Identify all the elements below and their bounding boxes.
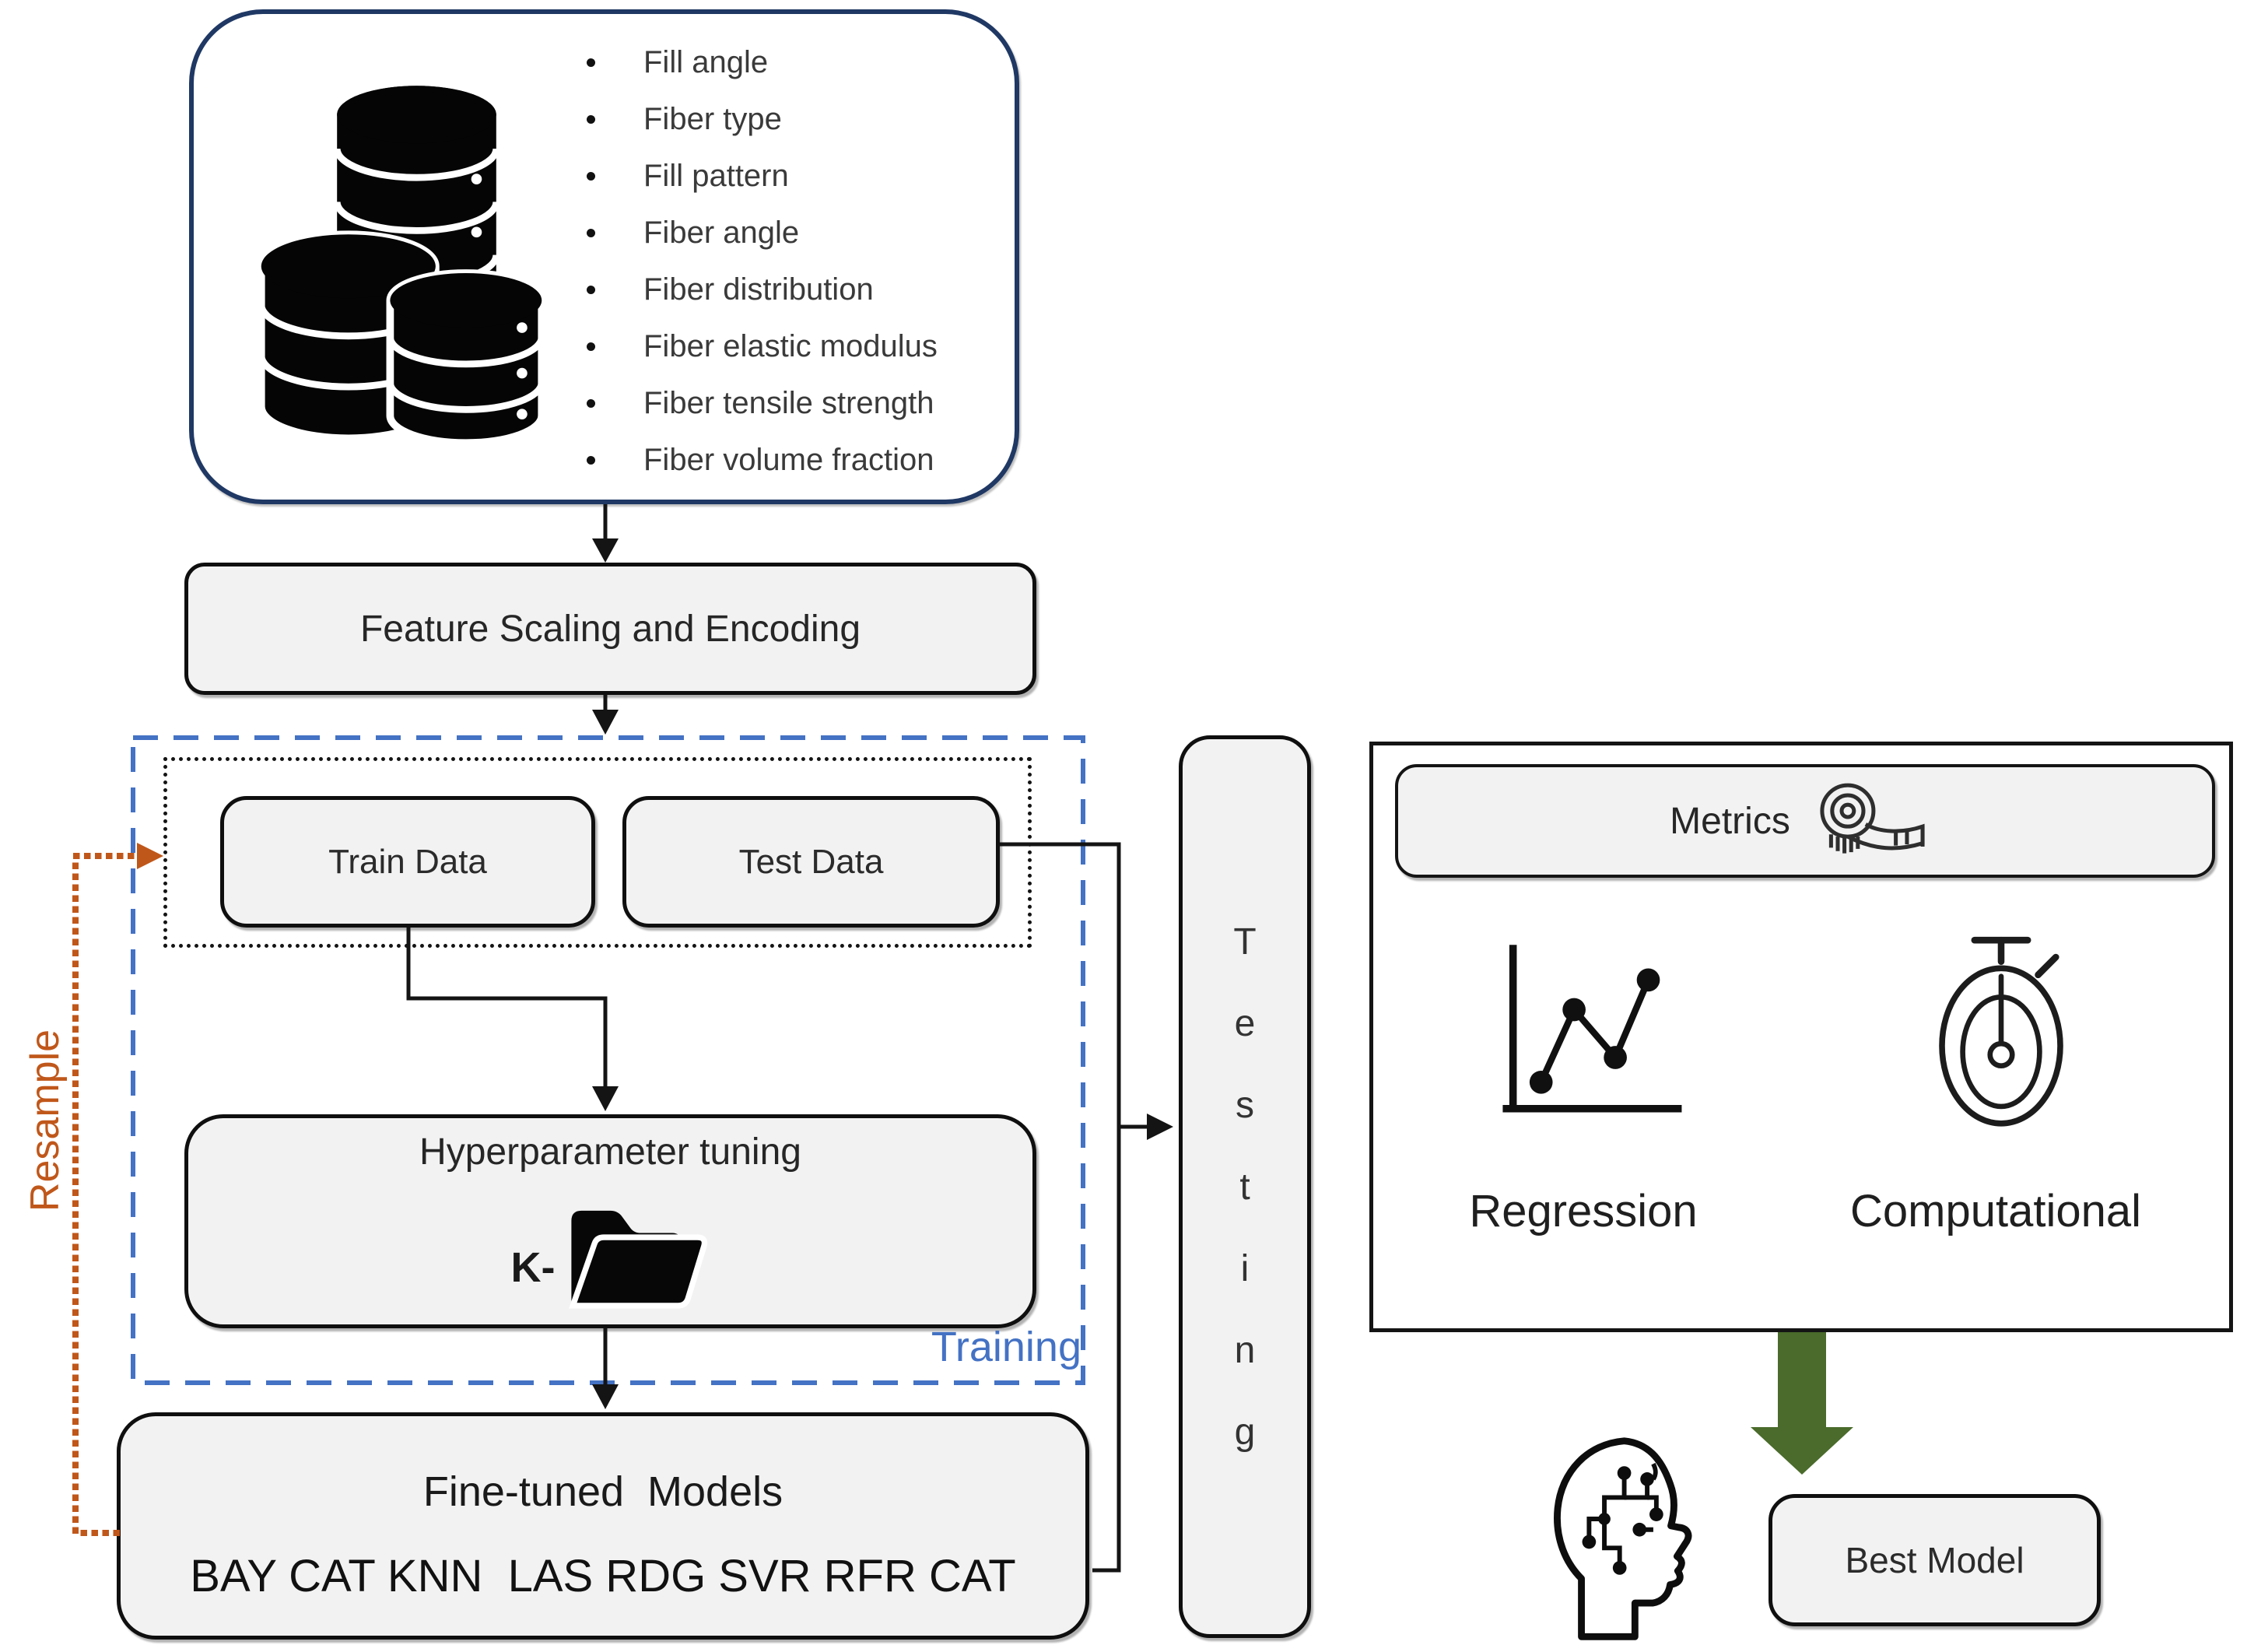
- testing-letter: s: [1236, 1084, 1254, 1126]
- feature-item-label: Fill angle: [643, 45, 769, 79]
- bullet-icon: [587, 456, 595, 465]
- testing-box: T e s t i n g: [1179, 735, 1311, 1638]
- metric-labels-row: Regression Computational: [1373, 1185, 2229, 1237]
- feature-item-label: Fiber elastic modulus: [643, 329, 938, 363]
- resample-arrowhead-icon: [137, 843, 163, 869]
- computational-label: Computational: [1850, 1186, 2141, 1236]
- resample-label: Resample: [23, 1029, 68, 1212]
- list-item: Fill angle: [587, 34, 938, 91]
- kfold-prefix-label: K-: [510, 1244, 556, 1291]
- input-features-panel: Fill angle Fiber type Fill pattern Fiber…: [189, 9, 1019, 504]
- ai-head-icon: [1554, 1437, 1692, 1640]
- hyperparameter-tuning-label: Hyperparameter tuning: [419, 1131, 801, 1173]
- stopwatch-icon: [1939, 936, 2063, 1127]
- training-region-label: Training: [931, 1324, 1081, 1370]
- regression-label: Regression: [1469, 1186, 1698, 1236]
- testing-letter: t: [1239, 1166, 1250, 1208]
- feature-item-label: Fiber type: [643, 102, 782, 136]
- feature-scaling-box: Feature Scaling and Encoding: [184, 563, 1036, 695]
- bullet-icon: [587, 115, 595, 124]
- database-stack-icon: [257, 86, 546, 444]
- list-item: Fiber volume fraction: [587, 432, 938, 489]
- best-model-box: Best Model: [1769, 1494, 2101, 1626]
- bullet-icon: [587, 172, 595, 181]
- train-data-label: Train Data: [328, 842, 487, 881]
- feature-item-label: Fiber distribution: [643, 272, 874, 307]
- feature-list: Fill angle Fiber type Fill pattern Fiber…: [587, 34, 938, 489]
- metrics-header: Metrics: [1395, 764, 2215, 878]
- list-item: Fiber distribution: [587, 261, 938, 318]
- test-data-label: Test Data: [738, 842, 884, 881]
- testing-letter: g: [1234, 1411, 1256, 1453]
- list-item: Fill pattern: [587, 148, 938, 205]
- feature-item-label: Fiber tensile strength: [643, 386, 934, 420]
- down-arrow-green-icon: [1751, 1332, 1853, 1475]
- finetuned-models-title: Fine-tuned Models: [422, 1468, 783, 1515]
- finetuned-models-list: BAY CAT KNN LAS RDG SVR RFR CAT: [190, 1551, 1016, 1601]
- feature-item-label: Fiber volume fraction: [643, 443, 934, 477]
- train-data-box: Train Data: [220, 796, 595, 928]
- metrics-panel: Metrics: [1369, 742, 2233, 1332]
- testing-letter: e: [1234, 1002, 1256, 1044]
- finetuned-models-box: Fine-tuned Models BAY CAT KNN LAS RDG SV…: [117, 1412, 1089, 1640]
- hyperparameter-tuning-box: Hyperparameter tuning K-: [184, 1114, 1036, 1328]
- testing-letter: i: [1240, 1247, 1250, 1289]
- feature-item-label: Fiber angle: [643, 216, 800, 250]
- best-model-label: Best Model: [1845, 1540, 2024, 1580]
- list-item: Fiber tensile strength: [587, 375, 938, 432]
- list-item: Fiber angle: [587, 205, 938, 261]
- metrics-label: Metrics: [1670, 800, 1790, 842]
- feature-scaling-label: Feature Scaling and Encoding: [359, 608, 861, 650]
- bullet-icon: [587, 229, 595, 237]
- testing-letter: n: [1234, 1329, 1256, 1371]
- measuring-tape-icon: [1820, 783, 1925, 854]
- bullet-icon: [587, 286, 595, 294]
- list-item: Fiber type: [587, 91, 938, 148]
- feature-item-label: Fill pattern: [643, 159, 789, 193]
- list-item: Fiber elastic modulus: [587, 318, 938, 375]
- kfold-group: K-: [188, 1203, 1032, 1312]
- bullet-icon: [587, 58, 595, 67]
- test-data-box: Test Data: [622, 796, 1000, 928]
- bullet-icon: [587, 399, 595, 408]
- bullet-icon: [587, 342, 595, 351]
- folder-icon: [569, 1210, 708, 1309]
- testing-letter: T: [1233, 921, 1257, 963]
- regression-chart-icon: [1502, 945, 1682, 1113]
